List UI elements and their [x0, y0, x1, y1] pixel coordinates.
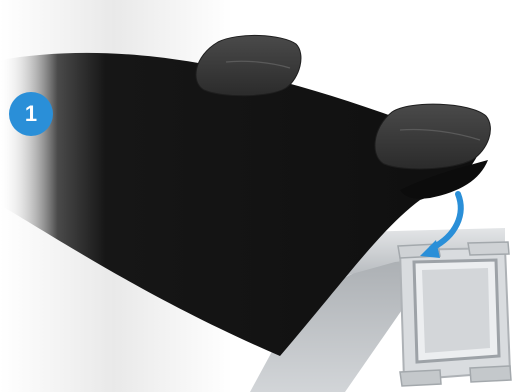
- clip-tab-right: [375, 104, 490, 169]
- step-number-badge: 1: [9, 92, 53, 136]
- step-number: 1: [25, 103, 37, 125]
